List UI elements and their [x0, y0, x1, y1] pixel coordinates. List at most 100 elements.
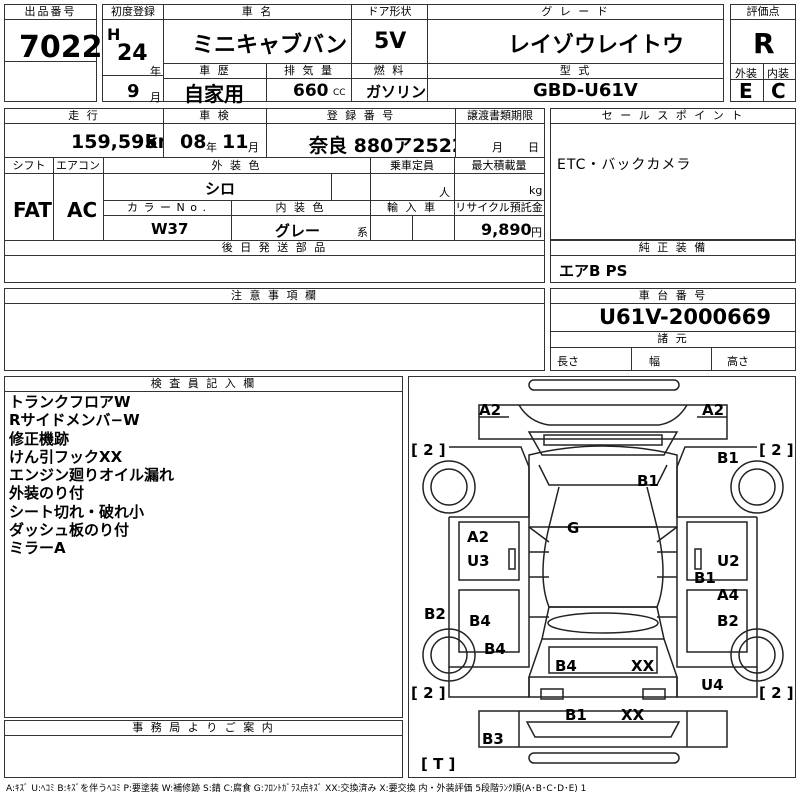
recycle-label: リサイクル預託金 — [455, 201, 543, 214]
equip-box: 純 正 装 備 エアB PS — [550, 240, 796, 283]
note-item: トランクフロアW — [9, 393, 131, 411]
door-type: 5V — [374, 29, 407, 54]
doc-day: 日 — [528, 141, 539, 154]
caution-box: 注 意 事 項 欄 — [4, 288, 545, 371]
label-w-tl: [ 2 ] — [411, 441, 446, 459]
label-b4-2: B4 — [484, 640, 506, 658]
reg-month: 9 — [127, 81, 140, 102]
inspect-year-unit: 年 — [206, 141, 217, 154]
lot-box: 出品番号 7022 — [4, 4, 103, 102]
disp-label: 排 気 量 — [267, 64, 351, 79]
inspect-month-unit: 月 — [248, 141, 259, 154]
mileage-box: 走 行 159,595 km — [4, 108, 177, 158]
label-b1-right: B1 — [717, 449, 739, 467]
note-item: 修正機跡 — [9, 429, 70, 448]
shift: FAT — [13, 198, 52, 222]
caution-label: 注 意 事 項 欄 — [5, 289, 544, 304]
label-b2-right: B2 — [717, 612, 739, 630]
spec-grid: シフト エアコン 外 装 色 乗車定員 最大積載量 FAT AC シロ 人 kg… — [4, 157, 545, 241]
label-b4-3: B4 — [555, 657, 577, 675]
note-item: ダッシュ板のり付 — [9, 521, 130, 540]
office-box: 事 務 局 よ り ご 案 内 — [4, 720, 403, 778]
note-item: ミラーA — [9, 539, 66, 558]
label-a2-left: A2 — [479, 401, 502, 419]
chassis: U61V-2000669 — [599, 305, 771, 329]
label-w-br: [ 2 ] — [759, 684, 794, 702]
doc-label: 譲渡書類期限 — [456, 109, 544, 124]
lot-label: 出品番号 — [5, 5, 96, 20]
doc-month: 月 — [492, 141, 503, 154]
intcolor: グレー — [275, 222, 321, 240]
era: H — [107, 25, 121, 44]
note-item: 外装のり付 — [9, 484, 85, 503]
legend-footer: A:ｷｽﾞ U:ﾍｺﾐ B:ｷｽﾞを伴うﾍｺﾐ P:要塗装 W:補修跡 S:錆 … — [6, 784, 587, 794]
note-item: エンジン廻りオイル漏れ — [9, 466, 175, 485]
spec-label: 諸 元 — [657, 332, 689, 345]
fuel: ガソリン — [366, 83, 427, 101]
office-label: 事 務 局 よ り ご 案 内 — [5, 721, 402, 736]
shift-label: シフト — [12, 159, 46, 172]
label-w-tr: [ 2 ] — [759, 441, 794, 459]
sales-box: セ ー ル ス ポ イ ン ト ETC・バックカメラ — [550, 108, 796, 240]
mileage: 159,595 — [71, 131, 158, 153]
history-label: 車 歴 — [164, 64, 266, 79]
damage-diagram-box: A2 A2 [ 2 ] [ 2 ] B1 B1 G A2 U3 U2 B1 A4… — [408, 376, 796, 778]
label-a2-side: A2 — [467, 528, 490, 546]
equip-label: 純 正 装 備 — [551, 241, 795, 256]
later-label: 後 日 発 送 部 品 — [5, 241, 544, 256]
recycle: 9,890 — [481, 220, 532, 239]
grade-label: グ レ ー ド — [428, 5, 723, 20]
label-u4: U4 — [701, 676, 724, 694]
ext-score: E — [739, 79, 753, 103]
capacity-label: 乗車定員 — [390, 159, 434, 172]
model-label: 型 式 — [428, 64, 723, 79]
car-diagram — [422, 379, 784, 764]
label-u3: U3 — [467, 552, 490, 570]
label-trunk: [ T ] — [421, 755, 456, 773]
reg-year: 24 — [117, 41, 148, 66]
grade-box: グ レ ー ド レイゾウレイトウ — [427, 4, 724, 64]
plate-box: 登 録 番 号 奈良 880ア2522 — [266, 108, 465, 158]
inspector-box: 検 査 員 記 入 欄 トランクフロアW Rサイドメンバ−W 修正機跡 けん引フ… — [4, 376, 403, 718]
score: R — [753, 27, 775, 60]
model-box: 型 式 GBD-U61V — [427, 63, 724, 102]
inspect-year: 08 — [180, 131, 207, 153]
label-a4: A4 — [717, 586, 740, 604]
grade: レイゾウレイトウ — [508, 33, 685, 58]
ext-label: 外装 — [735, 67, 757, 80]
inspector-notes: トランクフロアW Rサイドメンバ−W 修正機跡 けん引フックXX エンジン廻りオ… — [9, 393, 174, 558]
len-label: 長さ — [557, 355, 579, 368]
hgt-label: 高さ — [727, 355, 749, 368]
lot-number: 7022 — [19, 30, 103, 65]
sales-points: ETC・バックカメラ — [557, 157, 692, 173]
disp-unit: CC — [333, 88, 346, 98]
import-label: 輸 入 車 — [387, 201, 437, 214]
score-box: 評価点 R 外装 内装 E C — [730, 4, 796, 103]
label-b1-top: B1 — [637, 472, 659, 490]
label-g: G — [567, 519, 580, 537]
fuel-label: 燃 料 — [352, 64, 427, 79]
intcolor-label: 内 装 色 — [275, 201, 326, 214]
ac-label: エアコン — [56, 159, 100, 172]
label-b2-left: B2 — [424, 605, 446, 623]
plate: 奈良 880ア2522 — [309, 135, 466, 157]
later-box: 後 日 発 送 部 品 — [4, 240, 545, 283]
name-box: 車 名 ミニキャブバン — [163, 4, 352, 64]
history-box: 車 歴 自家用 — [163, 63, 267, 106]
inspect-box: 車 検 08 年 11 月 — [163, 108, 267, 158]
reg-label: 初度登録 — [103, 5, 163, 20]
name-label: 車 名 — [164, 5, 351, 20]
load-label: 最大積載量 — [471, 159, 527, 172]
int-score: C — [771, 79, 786, 103]
disp-box: 排 気 量 660 CC — [266, 63, 352, 102]
reg-box: 初度登録 H 24 年 9 月 — [102, 4, 164, 104]
note-item: けん引フックXX — [9, 447, 123, 466]
load-unit: kg — [529, 184, 543, 197]
label-b1-bottom: B1 — [565, 706, 587, 724]
intcolor-unit: 系 — [357, 226, 368, 239]
note-item: Rサイドメンバ−W — [9, 411, 140, 430]
label-xx-2: XX — [621, 706, 645, 724]
door-label: ドア形状 — [352, 5, 427, 20]
displacement: 660 — [293, 81, 329, 101]
label-xx-1: XX — [631, 657, 655, 675]
